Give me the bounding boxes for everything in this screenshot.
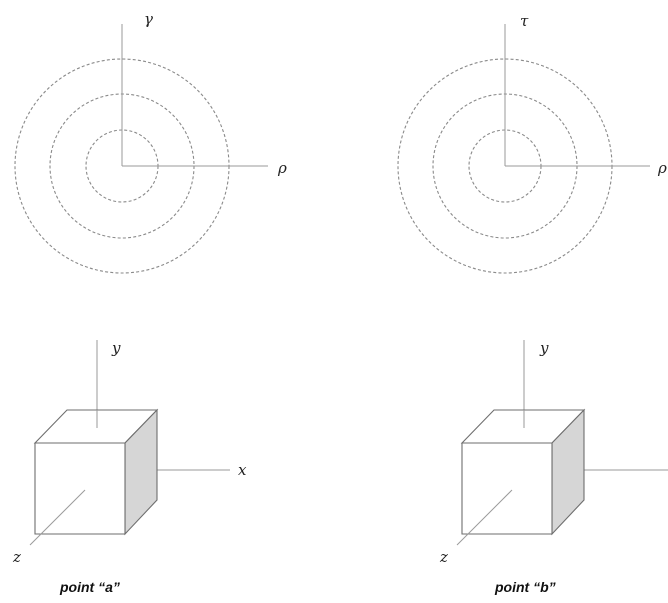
axis-label-y: y [111, 339, 121, 357]
axis-label-z: z [12, 548, 21, 566]
z-axis [456, 489, 513, 546]
axis-label-z: z [439, 548, 448, 566]
axis-label-rho: ρ [277, 159, 287, 177]
cube-front-face [34, 442, 126, 535]
cube-diagram-a: y x z point “a” [12, 339, 247, 595]
caption-point-b: point “b” [494, 579, 556, 595]
caption-point-a: point “a” [59, 579, 120, 595]
cube-diagram-b: y z point “b” [439, 339, 668, 595]
axis-label-rho: ρ [657, 159, 667, 177]
cube-front-face [461, 442, 553, 535]
z-axis [29, 489, 86, 546]
axis-label-tau: τ [520, 12, 529, 30]
axis-label-y: y [539, 339, 549, 357]
axis-label-gamma: γ [144, 10, 153, 28]
polar-diagram-right: τ ρ [397, 12, 667, 274]
polar-diagram-left: γ ρ [14, 10, 287, 274]
axis-label-x: x [238, 461, 247, 479]
